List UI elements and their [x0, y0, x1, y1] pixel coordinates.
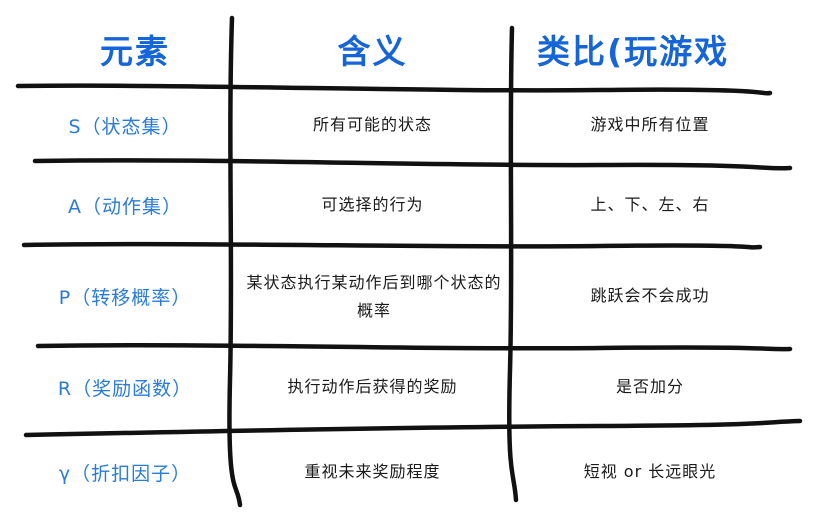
- row-element-gamma: γ（折扣因子）: [58, 462, 192, 485]
- grid-line-v-2: [507, 25, 519, 503]
- row-analogy-r: 是否加分: [615, 377, 684, 396]
- row-element-a: A（动作集）: [68, 195, 182, 218]
- header-analogy: 类比(玩游戏: [537, 32, 730, 71]
- grid-line-h-4: [35, 342, 793, 352]
- header-meaning: 含义: [337, 32, 408, 71]
- grid-line-h-2: [32, 158, 793, 171]
- row-element-r: R（奖励函数）: [57, 377, 193, 400]
- row-meaning-gamma: 重视未来奖励程度: [304, 462, 441, 481]
- row-element-s: S（状态集）: [68, 115, 182, 138]
- header-element: 元素: [100, 32, 170, 71]
- grid-line-h-5: [23, 418, 803, 438]
- grid-line-v-1: [227, 15, 243, 508]
- row-meaning-s: 所有可能的状态: [312, 115, 432, 134]
- row-meaning-a: 可选择的行为: [321, 195, 424, 214]
- row-element-p: P（转移概率）: [58, 286, 192, 309]
- row-meaning-p: 某状态执行某动作后到哪个状态的概率: [246, 273, 502, 320]
- row-analogy-p: 跳跃会不会成功: [590, 286, 710, 305]
- row-meaning-r: 执行动作后获得的奖励: [287, 377, 458, 396]
- row-analogy-a: 上、下、左、右: [590, 195, 710, 214]
- grid-line-h-3: [21, 241, 763, 250]
- row-analogy-gamma: 短视 or 长远眼光: [583, 462, 717, 481]
- row-analogy-s: 游戏中所有位置: [590, 115, 710, 134]
